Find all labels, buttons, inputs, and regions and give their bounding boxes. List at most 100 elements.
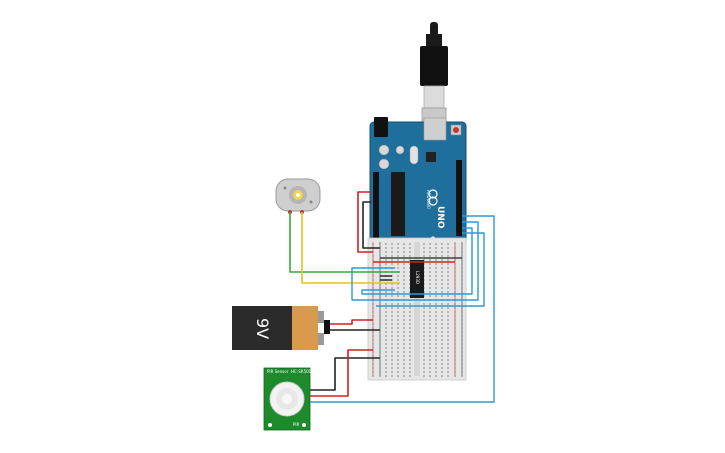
breadboard-hole — [435, 315, 437, 317]
breadboard-hole — [397, 355, 399, 357]
breadboard-hole — [447, 355, 449, 357]
breadboard-hole — [391, 287, 393, 289]
breadboard-hole — [454, 271, 456, 273]
breadboard-hole — [409, 343, 411, 345]
breadboard-hole — [454, 243, 456, 245]
breadboard-hole — [423, 375, 425, 377]
breadboard-hole — [379, 287, 381, 289]
breadboard-hole — [397, 243, 399, 245]
breadboard-hole — [385, 259, 387, 261]
breadboard-hole — [397, 315, 399, 317]
breadboard-hole — [379, 303, 381, 305]
wire-yellow-motor[interactable] — [301, 212, 400, 284]
breadboard-hole — [435, 335, 437, 337]
breadboard-hole — [429, 335, 431, 337]
breadboard-hole — [391, 347, 393, 349]
pir-sensor[interactable]: PIR Sensor HC-SR501 PIR — [263, 367, 312, 431]
breadboard-hole — [385, 255, 387, 257]
breadboard-hole — [403, 315, 405, 317]
breadboard-hole — [372, 327, 374, 329]
breadboard-hole — [429, 323, 431, 325]
breadboard-hole — [461, 355, 463, 357]
breadboard-hole — [372, 371, 374, 373]
battery-label: 9V — [253, 318, 272, 339]
wire-blue-3[interactable] — [361, 227, 473, 295]
breadboard-hole — [429, 279, 431, 281]
breadboard-hole — [385, 307, 387, 309]
breadboard-hole — [435, 327, 437, 329]
breadboard-hole — [429, 259, 431, 261]
breadboard-hole — [372, 311, 374, 313]
breadboard-hole — [429, 255, 431, 257]
breadboard-hole — [385, 327, 387, 329]
breadboard-hole — [454, 303, 456, 305]
arduino-uno-board[interactable]: ARDUINO UNO — [369, 117, 467, 247]
breadboard-hole — [461, 351, 463, 353]
breadboard-hole — [379, 259, 381, 261]
wire-red-5v[interactable] — [357, 191, 373, 253]
wire-red-pir[interactable] — [310, 349, 373, 397]
l293d-chip[interactable]: L293D — [410, 260, 424, 298]
breadboard-hole — [435, 267, 437, 269]
breadboard-hole — [454, 331, 456, 333]
breadboard-hole — [403, 263, 405, 265]
wire-red-battery[interactable] — [330, 319, 373, 325]
breadboard-hole — [391, 343, 393, 345]
breadboard-hole — [461, 259, 463, 261]
breadboard-hole — [379, 243, 381, 245]
wire-blue-4[interactable] — [376, 232, 485, 307]
breadboard-hole — [435, 271, 437, 273]
breadboard-hole — [435, 339, 437, 341]
breadboard-hole — [385, 303, 387, 305]
breadboard-hole — [391, 283, 393, 285]
wire-blue-2[interactable] — [351, 221, 479, 301]
breadboard-hole — [447, 267, 449, 269]
breadboard-hole — [441, 371, 443, 373]
breadboard-hole — [447, 271, 449, 273]
breadboard-hole — [397, 339, 399, 341]
breadboard-hole — [391, 327, 393, 329]
breadboard-hole — [391, 323, 393, 325]
breadboard-hole — [461, 323, 463, 325]
breadboard-hole — [429, 247, 431, 249]
breadboard-hole — [447, 315, 449, 317]
breadboard[interactable] — [367, 237, 467, 381]
breadboard-hole — [447, 347, 449, 349]
dc-motor-icon[interactable] — [275, 178, 321, 214]
breadboard-hole — [447, 327, 449, 329]
breadboard-hole — [397, 375, 399, 377]
breadboard-hole — [391, 319, 393, 321]
breadboard-hole — [447, 371, 449, 373]
breadboard-hole — [397, 311, 399, 313]
breadboard-hole — [441, 347, 443, 349]
breadboard-hole — [397, 331, 399, 333]
breadboard-hole — [403, 335, 405, 337]
breadboard-hole — [379, 295, 381, 297]
battery-9v[interactable]: 9V — [232, 306, 330, 350]
breadboard-hole — [429, 315, 431, 317]
breadboard-hole — [379, 255, 381, 257]
wire-blue-1[interactable] — [310, 215, 495, 403]
wire-black-pir[interactable] — [310, 357, 380, 391]
breadboard-hole — [409, 363, 411, 365]
breadboard-hole — [429, 331, 431, 333]
breadboard-hole — [409, 303, 411, 305]
breadboard-hole — [423, 327, 425, 329]
breadboard-hole — [441, 343, 443, 345]
breadboard-hole — [397, 291, 399, 293]
breadboard-hole — [391, 263, 393, 265]
breadboard-hole — [391, 311, 393, 313]
breadboard-hole — [429, 291, 431, 293]
wire-black-gnd[interactable] — [362, 201, 380, 249]
breadboard-hole — [461, 247, 463, 249]
breadboard-hole — [454, 327, 456, 329]
breadboard-hole — [379, 359, 381, 361]
breadboard-hole — [447, 363, 449, 365]
wire-green-motor[interactable] — [289, 212, 400, 273]
breadboard-hole — [447, 367, 449, 369]
breadboard-hole — [372, 339, 374, 341]
breadboard-hole — [379, 367, 381, 369]
breadboard-hole — [397, 267, 399, 269]
breadboard-hole — [454, 291, 456, 293]
